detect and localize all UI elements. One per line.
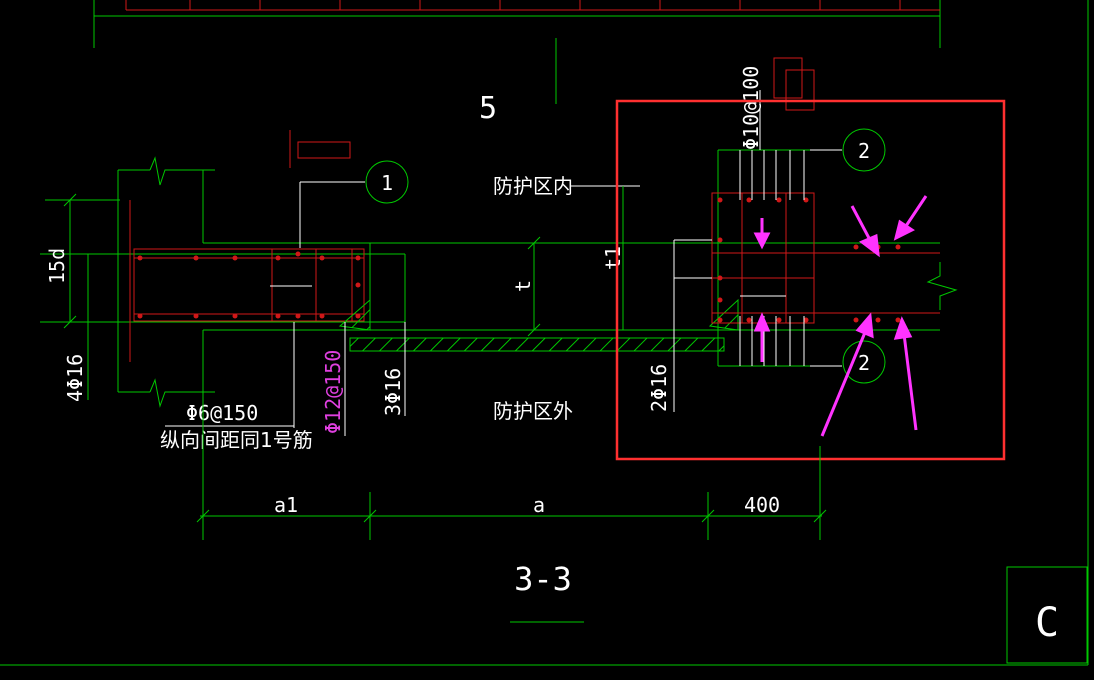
label-longitudinal-note: 纵向间距同1号筋 (160, 428, 313, 452)
label-15d: 15d (45, 248, 69, 284)
dim-15d (45, 193, 120, 329)
label-4phi16: 4Φ16 (63, 354, 87, 402)
svg-text:2: 2 (858, 139, 870, 163)
left-rebar-dots (137, 251, 361, 319)
dim-a: a (533, 493, 545, 517)
top-table-rebar-line (125, 0, 940, 11)
right-column-outline (622, 149, 958, 367)
grid-label-box: C (1006, 566, 1088, 664)
top-number: 5 (479, 91, 497, 126)
dim-a1: a1 (274, 493, 298, 517)
label-t1: t1 (601, 246, 625, 270)
label-outside-zone: 防护区外 (493, 399, 573, 423)
dim-t (527, 236, 541, 337)
top-table (0, 0, 1089, 666)
bubble-2-bottom: 2 (842, 340, 886, 384)
label-inside-zone: 防护区内 (493, 174, 573, 198)
label-t: t (511, 280, 535, 292)
bubble-2-top: 2 (842, 128, 886, 172)
annotation-arrows (753, 195, 928, 437)
left-section-mark (289, 130, 365, 248)
bubble-1: 1 (365, 160, 409, 204)
left-inner-stirrup (270, 285, 312, 428)
grid-label-text: C (1035, 600, 1059, 646)
left-rebar-cage (129, 200, 365, 362)
svg-text:1: 1 (381, 171, 393, 195)
highlight-box (615, 99, 1006, 461)
label-10-100: Φ10@100 (739, 66, 763, 150)
label-12-150: Φ12@150 (321, 350, 345, 434)
label-2phi16: 2Φ16 (647, 364, 671, 412)
right-stirrup-leaders (673, 149, 842, 412)
label-3phi16: 3Φ16 (381, 368, 405, 416)
left-wall-outline (40, 156, 940, 408)
dim-400: 400 (744, 493, 780, 517)
right-column-dots (717, 197, 901, 323)
svg-text:2: 2 (858, 351, 870, 375)
section-title: 3-3 (514, 560, 572, 598)
top-right-section-mark (773, 57, 815, 111)
right-column-rebar (711, 192, 940, 324)
label-stirrup: Φ6@150 (186, 401, 258, 425)
bottom-dimensions (196, 392, 827, 540)
